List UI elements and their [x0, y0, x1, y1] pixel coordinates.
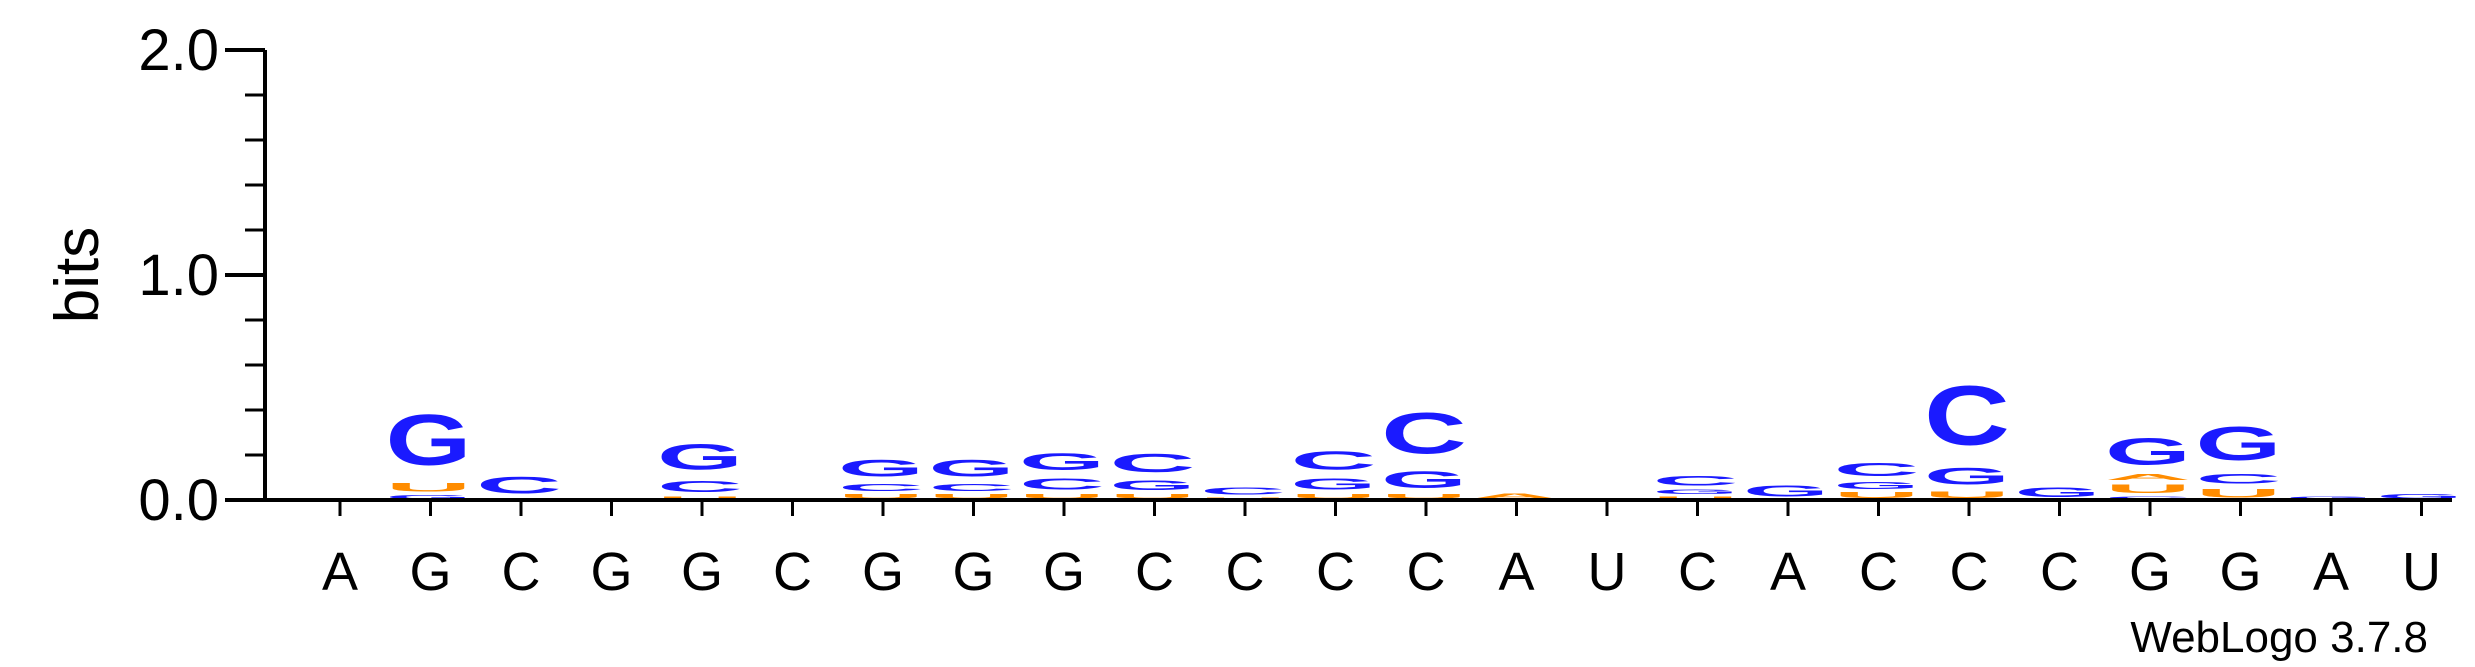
logo-glyph-G: G: [2105, 430, 2191, 473]
logo-glyph-C: C: [657, 478, 743, 496]
logo-glyph-G: G: [386, 494, 472, 500]
logo-glyph-G: G: [1653, 489, 1739, 496]
logo-glyph-C: C: [1110, 448, 1196, 477]
logo-glyph-G: G: [386, 399, 472, 480]
logo-glyph-C: C: [929, 482, 1015, 493]
x-tick-label-G: G: [862, 542, 904, 602]
x-tick-label-G: G: [590, 542, 632, 602]
logo-glyph-G: G: [1110, 477, 1196, 493]
logo-glyph-U: U: [1924, 490, 2010, 500]
logo-glyph-A: A: [2105, 473, 2191, 482]
logo-glyph-G: G: [2196, 417, 2282, 471]
logo-glyph-C: C: [1834, 460, 1920, 480]
logo-glyph-G: G: [1291, 475, 1377, 493]
weblogo-credit: WebLogo 3.7.8: [2130, 613, 2428, 662]
logo-glyph-U: U: [1110, 493, 1196, 500]
x-tick-label-C: C: [773, 542, 812, 602]
logo-glyph-U: U: [1291, 493, 1377, 500]
logo-glyph-G: G: [1381, 466, 1467, 493]
logo-glyph-G: G: [1743, 482, 1829, 500]
x-tick-label-C: C: [2040, 542, 2079, 602]
x-tick-label-C: C: [1407, 542, 1446, 602]
x-tick-label-C: C: [1859, 542, 1898, 602]
x-tick-label-G: G: [409, 542, 451, 602]
y-tick-label: 0.0: [138, 468, 219, 533]
logo-glyph-G: G: [2377, 493, 2463, 500]
logo-glyph-U: U: [1653, 495, 1739, 499]
logo-glyph-G: G: [1924, 463, 2010, 490]
logo-glyph-G: G: [657, 437, 743, 477]
x-tick-label-U: U: [2402, 542, 2441, 602]
logo-glyph-C: C: [1200, 485, 1286, 496]
logo-glyph-C: C: [1653, 473, 1739, 489]
logo-glyph-U: U: [657, 495, 743, 499]
x-tick-label-G: G: [2219, 542, 2261, 602]
logo-glyph-C: C: [1291, 446, 1377, 475]
x-tick-label-A: A: [2313, 542, 2349, 602]
logo-glyph-U: U: [838, 493, 924, 500]
x-tick-label-G: G: [681, 542, 723, 602]
x-tick-label-A: A: [1498, 542, 1534, 602]
logo-glyph-U: U: [929, 493, 1015, 500]
logo-glyph-G: G: [2286, 495, 2372, 500]
x-tick-label-U: U: [1588, 542, 1627, 602]
x-tick-label-A: A: [322, 542, 358, 602]
logo-glyph-U: U: [1019, 493, 1105, 500]
x-tick-label-C: C: [1316, 542, 1355, 602]
logo-glyph-C: C: [2196, 471, 2282, 487]
logo-glyph-U: U: [386, 481, 472, 495]
logo-glyph-A: A: [1472, 492, 1558, 500]
y-axis-label: bits: [43, 227, 112, 323]
letter-stacks: AGUGACGUCGAUCGUCGUCGUGCUCUGCUGCACUGCGUGC…: [295, 368, 2462, 500]
logo-glyph-G: G: [838, 455, 924, 482]
logo-glyph-G: G: [1019, 448, 1105, 475]
x-tick-label-A: A: [1770, 542, 1806, 602]
x-tick-label-C: C: [1226, 542, 1265, 602]
y-tick-label: 2.0: [138, 18, 219, 83]
x-tick-label-C: C: [1678, 542, 1717, 602]
x-tick-label-G: G: [952, 542, 994, 602]
logo-glyph-G: G: [2015, 484, 2101, 500]
y-ticks: 0.0 1.0 2.0: [138, 18, 265, 533]
logo-glyph-C: C: [476, 472, 562, 499]
logo-glyph-C: C: [1381, 401, 1467, 466]
x-tick-label-G: G: [1043, 542, 1085, 602]
logo-glyph-G: G: [929, 455, 1015, 482]
logo-glyph-G: G: [1834, 480, 1920, 491]
x-tick-label-G: G: [2129, 542, 2171, 602]
x-tick-label-C: C: [1950, 542, 1989, 602]
logo-glyph-C: C: [838, 482, 924, 493]
x-tick-label-C: C: [502, 542, 541, 602]
logo-glyph-U: U: [2105, 482, 2191, 496]
logo-glyph-U: U: [1381, 493, 1467, 500]
logo-glyph-U: U: [1834, 491, 1920, 500]
logo-glyph-C: C: [1019, 475, 1105, 493]
logo-glyph-C: C: [2105, 495, 2191, 499]
logo-glyph-C: C: [1924, 368, 2010, 462]
logo-glyph-U: U: [2196, 486, 2282, 500]
y-tick-label: 1.0: [138, 243, 219, 308]
x-tick-label-C: C: [1135, 542, 1174, 602]
